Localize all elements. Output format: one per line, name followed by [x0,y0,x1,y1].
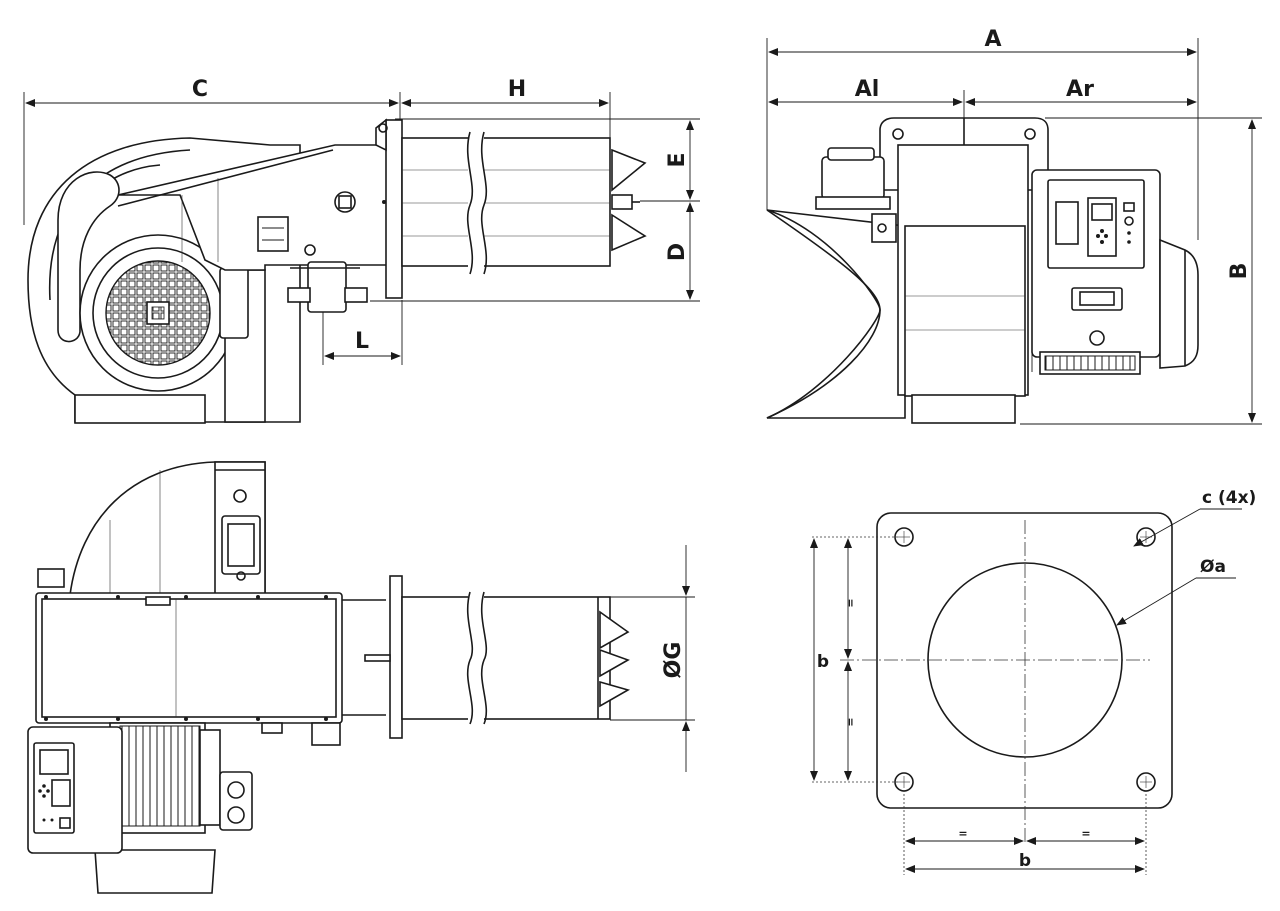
dimension-al-ar: Al Ar [768,77,1197,145]
dimension-c: C [23,77,401,225]
dim-label-al: Al [855,77,880,102]
top-flange [389,575,403,739]
top-blast-tube [401,596,611,720]
dimension-a: A [766,27,1199,240]
dimension-h: H [401,77,611,140]
side-view: C H E D L [23,77,700,424]
equal-mark-lower: = [844,717,857,726]
dim-label-a: A [984,27,1001,52]
equal-mark-left: = [958,827,967,840]
front-foot [911,394,1016,424]
sight-glass-icon [334,191,356,213]
dim-label-d: D [665,243,690,261]
dimension-e-d: E D [370,118,700,302]
right-motor [1159,238,1199,369]
dim-label-b-vertical: b [817,652,829,672]
dim-label-b-horizontal: b [1019,851,1031,871]
front-view: A Al Ar B [766,27,1262,425]
gas-valve [307,261,347,313]
equal-mark-upper: = [844,598,857,607]
top-view: ØG [27,461,695,894]
dim-label-ar: Ar [1066,77,1094,102]
blast-tube [401,137,611,267]
dim-label-c: C [192,77,208,102]
connector-block [257,216,289,252]
equal-mark-right: = [1081,827,1090,840]
switch-icon [1123,202,1135,212]
base-foot [74,394,206,424]
flange-view: b = = = = b c (4x) Øa [810,488,1256,875]
dim-label-b: B [1227,263,1252,280]
dimension-b: B [1020,117,1262,425]
dim-label-l: L [355,329,369,354]
housing-handle [57,171,120,343]
body-bolts [44,595,328,721]
dim-label-c-holes: c (4x) [1202,488,1256,508]
dimension-g: ØG [610,545,695,772]
junction-box [219,771,253,831]
dim-label-g: ØG [661,642,686,679]
dim-label-a-diameter: Øa [1200,557,1226,577]
bolt-holes [894,527,1156,792]
dim-label-e: E [665,152,690,167]
mounting-flange [385,119,403,299]
dim-label-h: H [508,77,526,102]
display-window [1055,201,1079,245]
flange-plate [876,512,1173,809]
top-motor [821,156,885,200]
dimension-l: L [322,300,403,365]
